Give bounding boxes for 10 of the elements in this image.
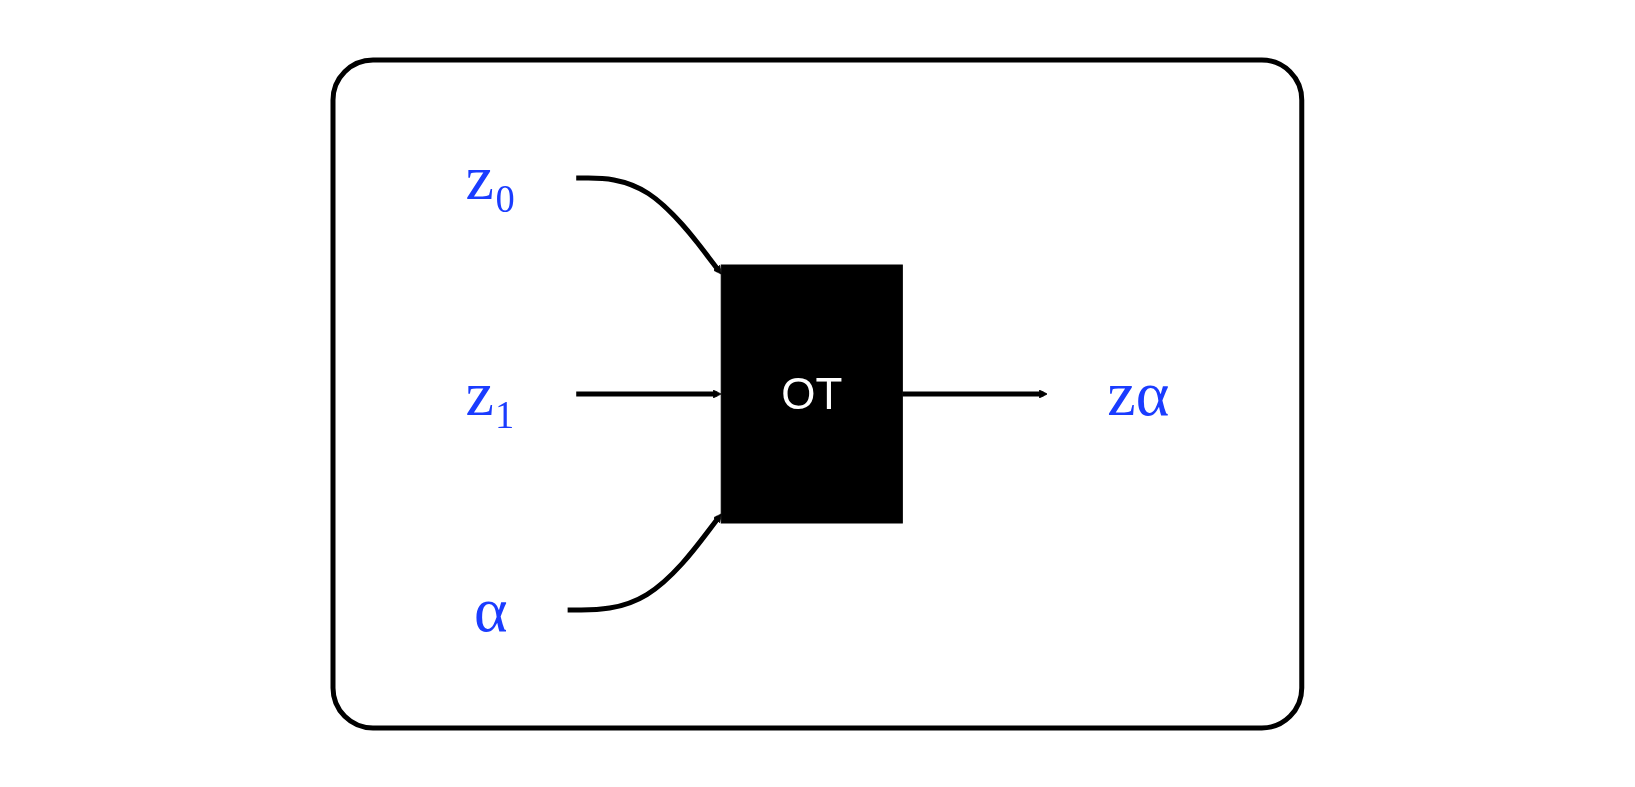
node-text: α <box>474 573 508 645</box>
arrow <box>567 513 722 612</box>
node-text: z₀ <box>465 141 517 213</box>
node-text: z₁ <box>465 357 517 429</box>
cluster <box>330 57 1305 730</box>
arrow <box>576 175 722 274</box>
node-text: zα <box>1107 357 1170 429</box>
arrow <box>576 389 722 398</box>
node-box: OT <box>720 264 903 523</box>
arrow <box>902 389 1048 398</box>
